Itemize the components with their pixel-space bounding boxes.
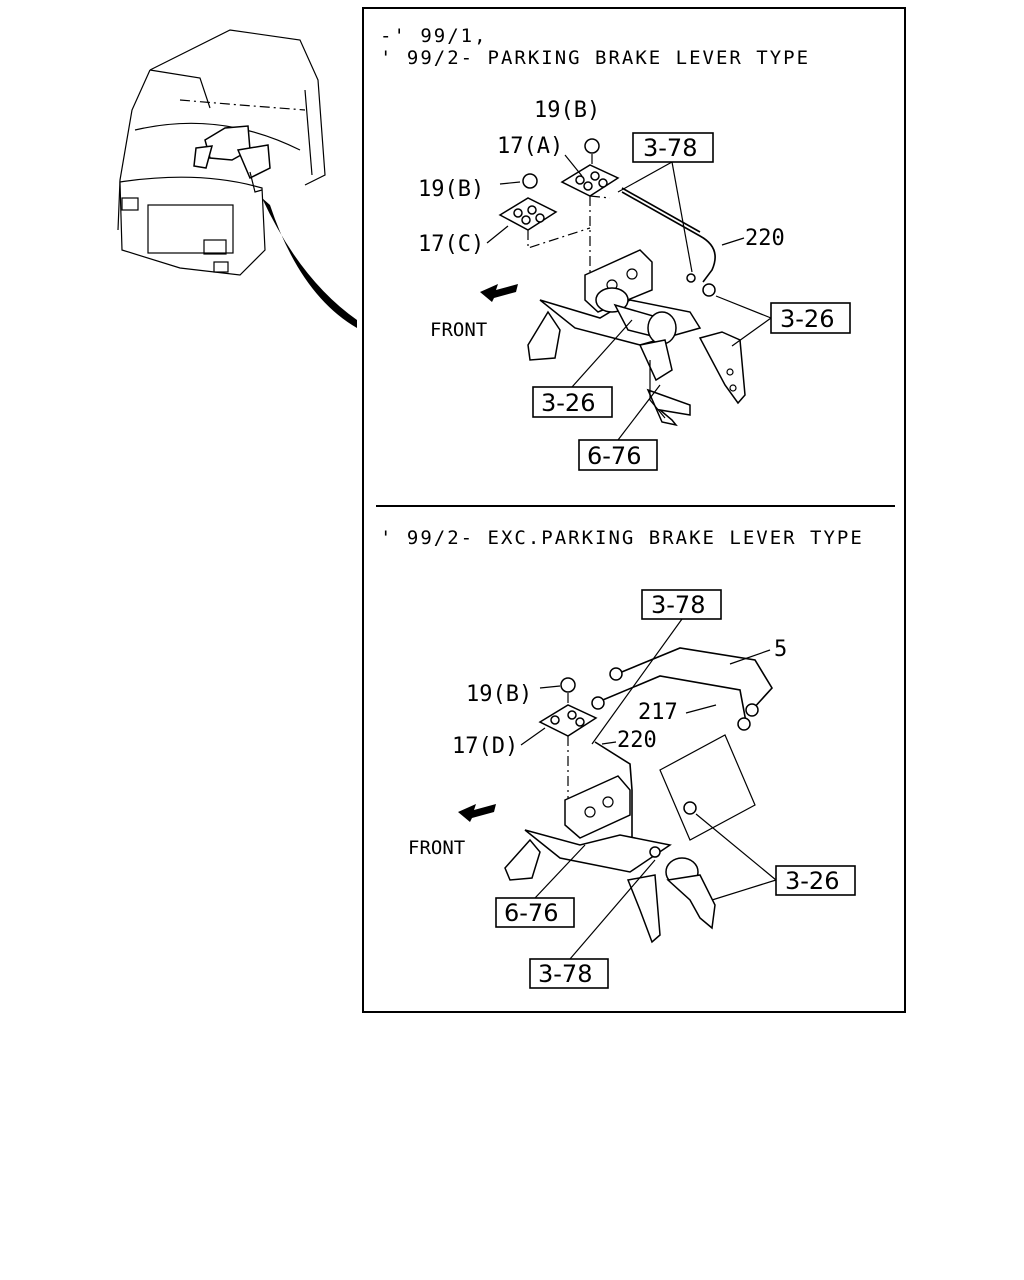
plate-17c — [498, 197, 558, 231]
upper-heading-line2: ' 99/2- PARKING BRAKE LEVER TYPE — [380, 47, 810, 69]
ref-box-3-26-lower[interactable]: 3-26 — [775, 865, 856, 896]
label-217: 217 — [638, 700, 678, 725]
ref-box-3-78-lower-bottom[interactable]: 3-78 — [529, 958, 609, 989]
svg-text:3-26: 3-26 — [541, 389, 595, 417]
lower-heading: ' 99/2- EXC.PARKING BRAKE LEVER TYPE — [380, 527, 864, 549]
svg-text:3-26: 3-26 — [780, 305, 834, 333]
label-19b-lower: 19(B) — [466, 682, 532, 707]
ref-box-3-26-upper-right[interactable]: 3-26 — [770, 302, 851, 334]
nut-19b-left — [522, 173, 538, 189]
upper-heading-line1: -' 99/1, — [380, 25, 488, 47]
svg-text:3-78: 3-78 — [643, 134, 697, 162]
label-19b-top: 19(B) — [534, 98, 600, 123]
label-17d: 17(D) — [452, 734, 518, 759]
svg-text:3-78: 3-78 — [651, 591, 705, 619]
cab-overview-drawing — [117, 29, 357, 328]
ref-box-6-76-upper[interactable]: 6-76 — [578, 439, 658, 471]
label-17a: 17(A) — [497, 134, 563, 159]
svg-text:6-76: 6-76 — [504, 899, 558, 927]
svg-text:3-78: 3-78 — [538, 960, 592, 988]
label-19b-left: 19(B) — [418, 177, 484, 202]
label-17c: 17(C) — [418, 232, 484, 257]
label-5: 5 — [774, 637, 787, 662]
ref-box-3-78-upper[interactable]: 3-78 — [632, 132, 714, 163]
label-front-lower: FRONT — [408, 837, 465, 859]
svg-text:3-26: 3-26 — [785, 867, 839, 895]
upper-assembly-drawing — [480, 138, 746, 427]
nut-19b-upper — [584, 138, 600, 154]
label-220-upper: 220 — [745, 226, 785, 251]
diagram-frame — [362, 7, 906, 1013]
plate-17a — [560, 164, 620, 197]
lower-assembly-drawing — [458, 647, 773, 944]
ref-box-3-78-lower-top[interactable]: 3-78 — [641, 589, 722, 620]
label-220-lower: 220 — [617, 728, 657, 753]
label-front-upper: FRONT — [430, 319, 487, 341]
ref-box-6-76-lower[interactable]: 6-76 — [495, 897, 575, 928]
svg-text:6-76: 6-76 — [587, 442, 641, 470]
ref-box-3-26-upper-left[interactable]: 3-26 — [532, 386, 613, 418]
